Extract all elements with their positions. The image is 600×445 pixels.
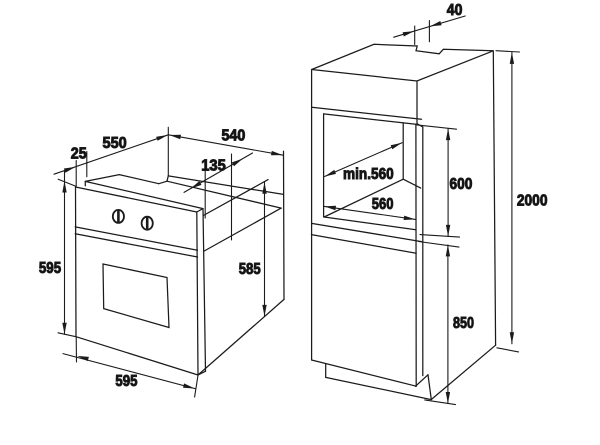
svg-text:560: 560 (372, 196, 394, 213)
svg-text:min.560: min.560 (343, 166, 394, 183)
svg-text:135: 135 (201, 158, 226, 175)
svg-text:585: 585 (239, 261, 261, 278)
svg-text:600: 600 (450, 176, 473, 193)
svg-text:2000: 2000 (517, 193, 548, 210)
svg-text:40: 40 (447, 2, 463, 19)
svg-text:850: 850 (453, 315, 474, 332)
svg-text:540: 540 (222, 128, 246, 145)
svg-text:550: 550 (103, 135, 127, 152)
svg-text:595: 595 (115, 373, 137, 390)
svg-text:25: 25 (71, 146, 87, 163)
svg-text:595: 595 (39, 260, 61, 277)
